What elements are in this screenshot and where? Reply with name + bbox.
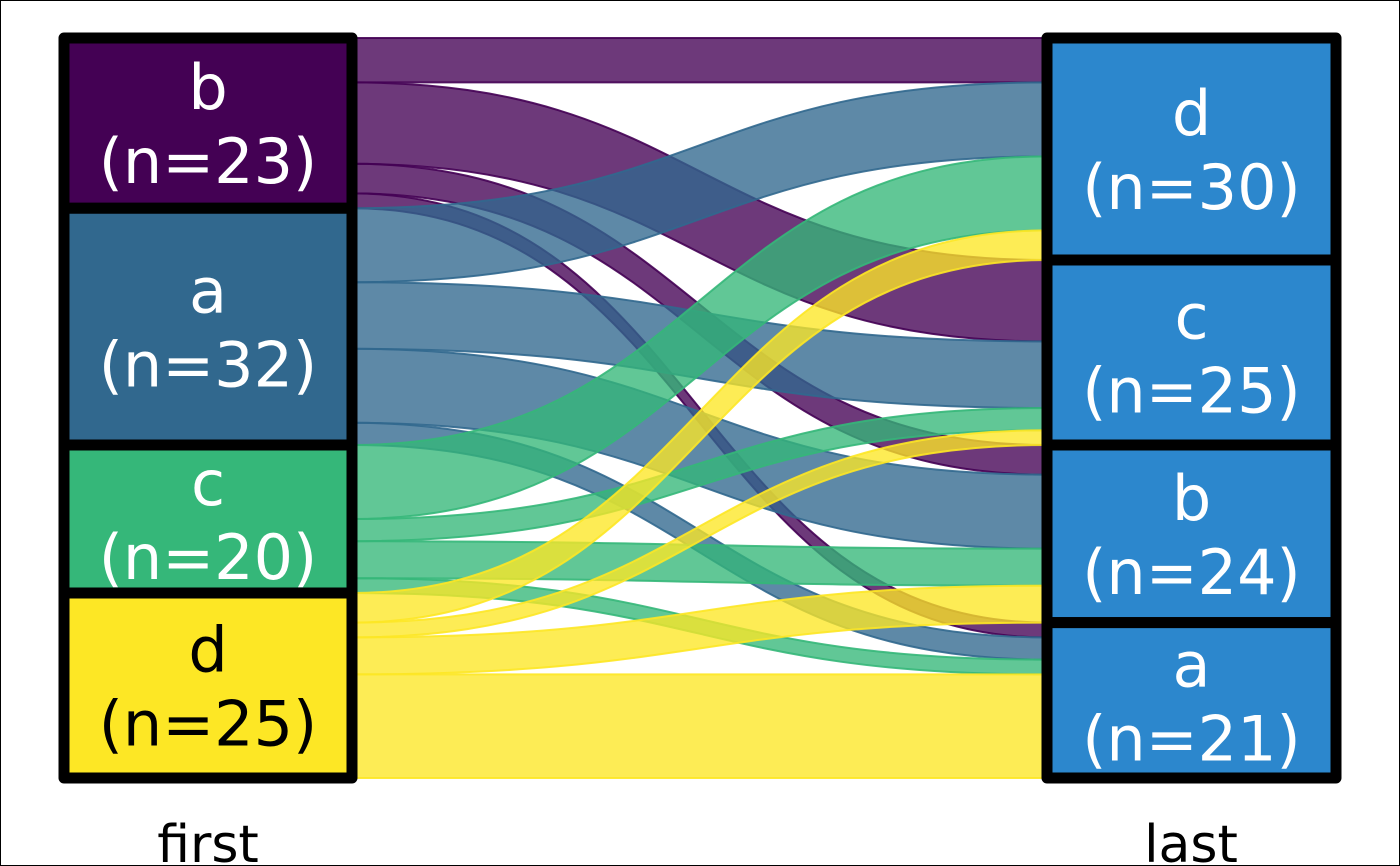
- left-node-d-name: d: [188, 614, 227, 687]
- right-node-c-name: c: [1174, 281, 1208, 354]
- right-node-a-name: a: [1173, 628, 1211, 701]
- right-node-a-box: [1041, 617, 1342, 784]
- right-node-b-name: b: [1172, 462, 1211, 535]
- right-node-c-box: [1041, 254, 1342, 451]
- right-node-d-count: (n=30): [1082, 151, 1301, 224]
- left-node-a: a(n=32): [58, 202, 358, 451]
- left-node-d: d(n=25): [58, 587, 358, 784]
- left-node-c-count: (n=20): [99, 521, 318, 594]
- left-node-b-name: b: [188, 51, 227, 124]
- right-node-a: a(n=21): [1041, 617, 1342, 784]
- left-node-a-name: a: [189, 255, 227, 328]
- nodes-layer: b(n=23)a(n=32)c(n=20)d(n=25)d(n=30)c(n=2…: [58, 32, 1342, 784]
- right-node-c-count: (n=25): [1082, 355, 1301, 428]
- right-node-b-box: [1041, 439, 1342, 629]
- flow-c-to-b: [351, 540, 1048, 587]
- right-node-b-count: (n=24): [1082, 536, 1301, 609]
- left-node-a-count: (n=32): [99, 329, 318, 402]
- axis-label-first: first: [157, 815, 259, 866]
- flows-layer: [351, 36, 1048, 780]
- right-node-d-name: d: [1172, 77, 1211, 150]
- right-node-a-count: (n=21): [1082, 702, 1301, 775]
- flow-d-to-a: [351, 673, 1048, 780]
- right-node-b: b(n=24): [1041, 439, 1342, 629]
- right-node-d: d(n=30): [1041, 32, 1342, 266]
- left-node-c: c(n=20): [58, 439, 358, 599]
- left-node-d-box: [58, 587, 358, 784]
- right-node-c: c(n=25): [1041, 254, 1342, 451]
- left-node-b-count: (n=23): [99, 125, 318, 198]
- left-node-d-count: (n=25): [99, 688, 318, 761]
- flow-b-to-d: [351, 36, 1048, 84]
- right-node-d-box: [1041, 32, 1342, 266]
- left-node-c-name: c: [191, 447, 225, 520]
- left-node-c-box: [58, 439, 358, 599]
- axis-label-last: last: [1144, 815, 1238, 866]
- left-node-b: b(n=23): [58, 32, 358, 214]
